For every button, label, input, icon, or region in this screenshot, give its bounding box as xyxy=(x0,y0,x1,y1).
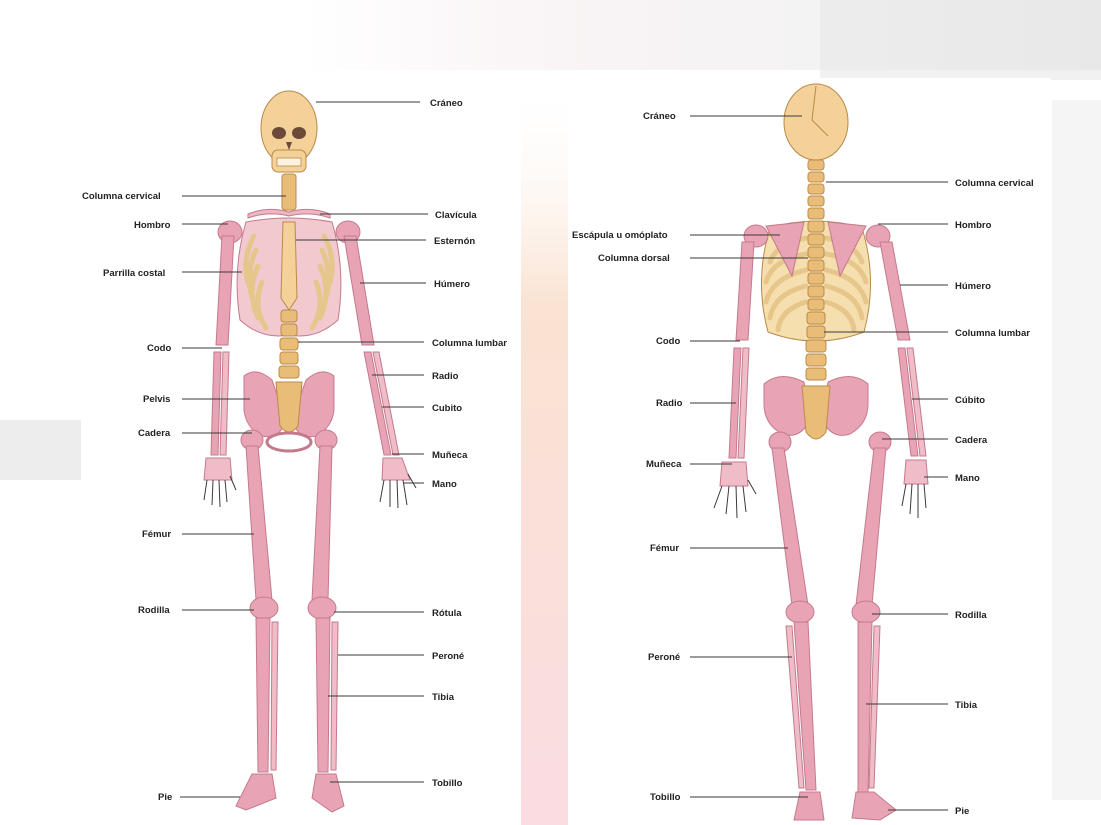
front-label-rodilla: Rodilla xyxy=(138,605,170,616)
back-label-mano: Mano xyxy=(955,473,980,484)
front-label-perone: Peroné xyxy=(432,651,464,662)
back-label-hombro: Hombro xyxy=(955,220,992,231)
front-label-radio: Radio xyxy=(432,371,459,382)
back-hands xyxy=(714,460,928,518)
front-label-parrilla-costal: Parrilla costal xyxy=(103,268,165,279)
front-label-femur: Fémur xyxy=(142,529,171,540)
front-label-rotula: Rótula xyxy=(432,608,462,619)
back-label-femur: Fémur xyxy=(650,543,679,554)
back-label-craneo: Cráneo xyxy=(643,111,676,122)
front-label-tibia: Tibia xyxy=(432,692,455,703)
back-label-radio: Radio xyxy=(656,398,683,409)
front-label-tobillo: Tobillo xyxy=(432,778,463,789)
back-label-columna-cervical: Columna cervical xyxy=(955,178,1034,189)
back-cervical-spine xyxy=(808,160,824,206)
front-label-columna-cervical: Columna cervical xyxy=(82,191,161,202)
back-label-columna-dorsal: Columna dorsal xyxy=(598,253,670,264)
back-skeleton xyxy=(714,84,928,820)
front-label-craneo: Cráneo xyxy=(430,98,463,109)
front-label-clavicula: Clavícula xyxy=(435,210,477,221)
front-label-hombro: Hombro xyxy=(134,220,171,231)
back-label-tobillo: Tobillo xyxy=(650,792,681,803)
front-hands xyxy=(204,458,416,508)
front-label-esternon: Esternón xyxy=(434,236,475,247)
back-label-rodilla: Rodilla xyxy=(955,610,987,621)
back-label-codo: Codo xyxy=(656,336,680,347)
back-label-pie: Pie xyxy=(955,806,969,817)
front-label-mano: Mano xyxy=(432,479,457,490)
front-lumbar-spine xyxy=(279,310,299,378)
front-label-pelvis: Pelvis xyxy=(143,394,170,405)
front-label-pie: Pie xyxy=(158,792,172,803)
back-label-perone: Peroné xyxy=(648,652,680,663)
front-label-cubito: Cubito xyxy=(432,403,462,414)
back-label-humero: Húmero xyxy=(955,281,991,292)
back-label-escapula: Escápula u omóplato xyxy=(572,230,668,241)
back-label-tibia: Tibia xyxy=(955,700,978,711)
front-label-codo: Codo xyxy=(147,343,171,354)
back-label-cadera: Cadera xyxy=(955,435,988,446)
front-label-cadera: Cadera xyxy=(138,428,171,439)
front-label-muneca: Muñeca xyxy=(432,450,468,461)
front-label-columna-lumbar: Columna lumbar xyxy=(432,338,507,349)
back-label-muneca: Muñeca xyxy=(646,459,682,470)
front-skeleton xyxy=(204,91,416,812)
back-label-cubito: Cúbito xyxy=(955,395,985,406)
front-skull xyxy=(261,91,317,172)
back-label-columna-lumbar: Columna lumbar xyxy=(955,328,1030,339)
front-label-humero: Húmero xyxy=(434,279,470,290)
